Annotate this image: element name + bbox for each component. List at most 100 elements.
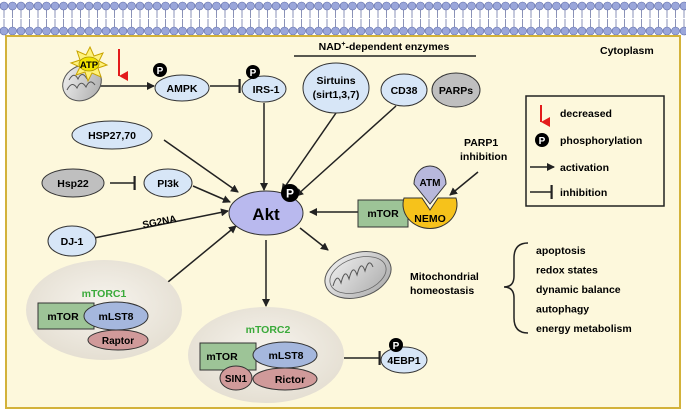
pi3k-node[interactable] [143,168,193,198]
edge-hsp27-akt [163,139,239,193]
akt-node[interactable] [228,190,304,236]
lipid-molecule [67,1,77,18]
mtorc2-rictor[interactable] [252,367,318,391]
lipid-molecule [322,19,332,36]
dj1-node[interactable] [47,225,97,257]
lipid-molecule [603,1,612,18]
lipid-molecule [93,1,102,18]
cell-membrane [0,1,686,36]
lipid-molecule [501,19,510,36]
lipid-molecule [356,19,366,36]
lipid-molecule [237,19,247,36]
atm-label: ATM [420,178,441,189]
lipid-molecule [535,1,544,18]
lipid-molecule [560,19,570,36]
mtor-nemo-box[interactable] [357,199,409,228]
legend-phospho-icon: P [535,133,549,147]
lipid-molecule [195,19,204,36]
akt-label: Akt [252,205,280,224]
svg-text:P: P [539,136,546,147]
atm-node[interactable] [413,165,447,205]
lipid-molecule [390,19,400,36]
lipid-molecule [399,1,408,18]
mtorc2-mtor-label: mTOR [206,351,238,363]
lipid-molecule [297,19,306,36]
edge-parp1-nemo [449,171,479,196]
lipid-molecule [552,1,561,18]
lipid-molecule [16,19,26,36]
legend-inhibition-label: inhibition [560,187,607,199]
sirtuins-label-line1: Sirtuins [316,75,355,87]
lipid-molecule [475,1,485,18]
lipid-molecule [348,19,357,36]
lipid-molecule [203,19,213,36]
lipid-molecule [144,1,153,18]
lipid-molecule [127,1,136,18]
lipid-molecule [322,1,332,18]
lipid-molecule [662,19,672,36]
lipid-molecule [611,1,621,18]
hsp27-node[interactable] [71,120,153,150]
parps-node[interactable] [431,72,481,108]
lipid-molecule [594,19,604,36]
4ebp1-label: 4EBP1 [387,355,420,367]
phospho-badge-irs1: P [246,65,260,79]
lipid-molecule [339,19,349,36]
lipid-molecule [16,1,26,18]
sirtuins-node[interactable] [302,62,370,114]
mtorc2-mtor-box[interactable] [199,342,257,371]
lipid-molecule [178,19,187,36]
lipid-molecule [390,1,400,18]
lipid-molecule [220,19,230,36]
lipid-molecule [280,19,289,36]
lipid-molecule [144,19,153,36]
ampk-label: AMPK [167,83,198,95]
svg-text:P: P [250,68,257,79]
phospho-badge-4ebp1: P [389,338,403,352]
mtorc1-raptor[interactable] [87,329,149,351]
outcome-item: dynamic balance [536,284,621,296]
lipid-molecule [195,1,204,18]
lipid-molecule [365,19,374,36]
lipid-molecule [569,19,578,36]
atp-label: ATP [80,60,99,71]
lipid-molecule [594,1,604,18]
lipid-molecule [382,1,391,18]
lipid-molecule [271,19,281,36]
lipid-molecule [433,19,442,36]
lipid-molecule [509,1,519,18]
lipid-molecule [628,19,638,36]
4ebp1-node[interactable] [380,346,428,374]
irs1-node[interactable] [241,75,287,103]
dj1-label: DJ-1 [61,236,84,248]
lipid-molecule [662,1,672,18]
hsp22-node[interactable] [41,168,105,198]
lipid-molecule [543,1,553,18]
lipid-molecule [552,19,561,36]
lipid-molecule [628,1,638,18]
cd38-node[interactable] [380,73,428,107]
lipid-molecule [67,19,77,36]
lipid-molecule [25,1,34,18]
lipid-molecule [76,19,85,36]
lipid-molecule [416,1,425,18]
svg-text:P: P [286,187,294,201]
edge-dj1-akt [93,208,229,239]
mtorc1-mtor-label: mTOR [47,311,79,323]
ampk-node[interactable] [154,74,210,102]
sirtuins-label-line2: (sirt1,3,7) [313,89,360,101]
lipid-molecule [169,19,179,36]
lipid-molecule [101,1,111,18]
nemo-node[interactable] [402,197,458,229]
lipid-molecule [577,1,587,18]
lipid-molecule [288,19,298,36]
outcome-item: energy metabolism [536,323,632,335]
legend-box [525,95,665,207]
mito-homeostasis-line2: homeostasis [410,285,474,297]
lipid-molecule [331,1,340,18]
lipid-molecule [135,1,145,18]
lipid-molecule [280,1,289,18]
lipid-molecule [229,1,238,18]
lipid-molecule [186,1,196,18]
mtorc2-sin1[interactable] [219,365,253,391]
